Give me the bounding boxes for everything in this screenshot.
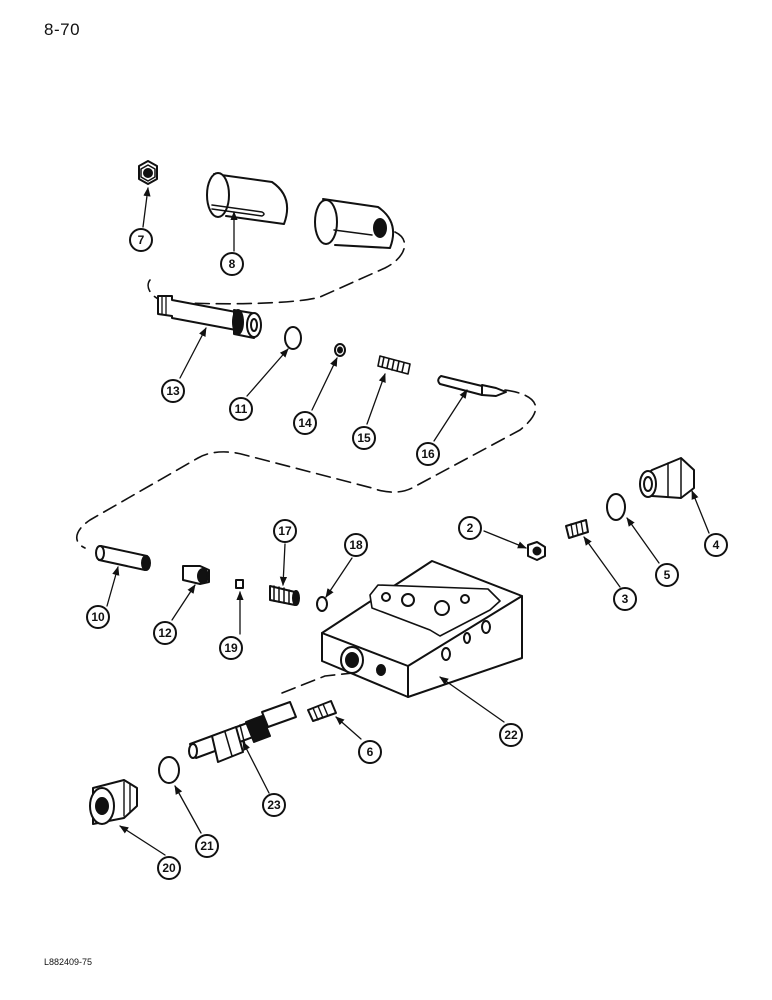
callout-label: 16: [421, 447, 435, 461]
callout-label: 5: [664, 568, 671, 582]
callout-8: 8: [220, 252, 244, 276]
callout-17: 17: [273, 519, 297, 543]
callout-label: 17: [278, 524, 292, 538]
part-17-threaded-plug: [269, 585, 300, 606]
callout-label: 22: [504, 728, 518, 742]
callout-label: 13: [166, 384, 180, 398]
callout-label: 8: [229, 257, 236, 271]
part-5-o-ring: [606, 493, 626, 521]
part-8-slotted-sleeve: [206, 172, 288, 225]
page-number: 8-70: [44, 20, 81, 39]
part-21-o-ring: [158, 756, 180, 784]
part-22-valve-body: [321, 560, 523, 698]
part-12-cap: [182, 565, 210, 585]
callout-15: 15: [352, 426, 376, 450]
callout-11: 11: [229, 397, 253, 421]
callout-label: 10: [91, 610, 105, 624]
callout-23: 23: [262, 793, 286, 817]
part-2-nut: [527, 541, 546, 561]
part-6-set-screw: [307, 700, 337, 722]
callout-label: 21: [200, 839, 214, 853]
assembly-paths: [76, 231, 537, 694]
part-4-fitting: [639, 457, 695, 499]
dashed-spool-line: [281, 669, 381, 694]
callout-label: 19: [224, 641, 238, 655]
part-16-pin: [437, 375, 507, 397]
callout-label: 23: [267, 798, 281, 812]
callout-label: 11: [235, 402, 248, 416]
callout-3: 3: [613, 587, 637, 611]
part-14-washer: [334, 343, 346, 357]
callout-label: 14: [298, 416, 312, 430]
callout-5: 5: [655, 563, 679, 587]
callout-7: 7: [129, 228, 153, 252]
callout-6: 6: [358, 740, 382, 764]
part-7-hex-nut: [138, 160, 158, 185]
part-13-shaft: [157, 295, 262, 339]
callout-22: 22: [499, 723, 523, 747]
callout-18: 18: [344, 533, 368, 557]
part-20-hex-plug: [89, 779, 138, 825]
callout-label: 3: [622, 592, 629, 606]
callout-label: 7: [138, 233, 145, 247]
dashed-path-lower: [76, 389, 537, 549]
callout-label: 2: [467, 521, 474, 535]
callout-10: 10: [86, 605, 110, 629]
callout-21: 21: [195, 834, 219, 858]
part-11-o-ring: [284, 326, 302, 350]
callout-label: 18: [349, 538, 363, 552]
callout-4: 4: [704, 533, 728, 557]
part-15-spring: [377, 355, 411, 375]
callout-13: 13: [161, 379, 185, 403]
callout-20: 20: [157, 856, 181, 880]
part-23-spool: [188, 701, 297, 763]
callout-label: 6: [367, 745, 374, 759]
dashed-path-upper: [147, 231, 406, 305]
callout-12: 12: [153, 621, 177, 645]
callout-label: 12: [158, 626, 172, 640]
figure-code: L882409-75: [44, 957, 93, 967]
callout-label: 20: [162, 861, 176, 875]
callout-16: 16: [416, 442, 440, 466]
part-18-o-ring: [316, 596, 328, 612]
callout-label: 15: [357, 431, 371, 445]
callout-2: 2: [458, 516, 482, 540]
callout-label: 4: [713, 538, 720, 552]
part-8-second-sleeve: [314, 198, 394, 249]
callout-19: 19: [219, 636, 243, 660]
leader-lines: [106, 187, 710, 856]
callout-14: 14: [293, 411, 317, 435]
part-19-plug: [235, 579, 244, 589]
part-3-set-screw: [565, 519, 589, 539]
part-10-tube: [95, 545, 151, 571]
